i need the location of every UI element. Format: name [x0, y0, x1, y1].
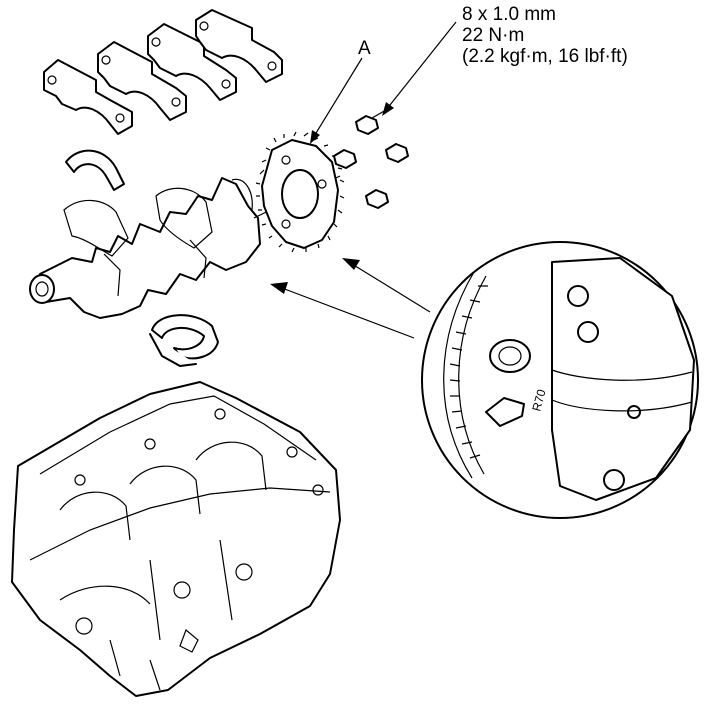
main-bearing-caps [43, 9, 283, 135]
bolt-size-text: 8 x 1.0 mm [462, 4, 556, 25]
bolt-2 [333, 149, 357, 169]
thrust-bearing-shell [149, 314, 219, 367]
detail-view: R70 [421, 241, 699, 519]
bolt-4 [365, 189, 389, 209]
bolt-3 [385, 143, 409, 163]
bearing-cap-3 [147, 23, 237, 101]
detail-pin [489, 339, 531, 373]
upper-bearing-shell [65, 149, 125, 191]
crank-sprocket-a [255, 131, 345, 253]
callout-label-a: A [358, 38, 371, 59]
engine-block [11, 381, 341, 697]
detail-arrows [270, 258, 431, 339]
bearing-cap-2 [97, 41, 187, 121]
bearing-cap-1 [43, 59, 133, 135]
detail-tab [485, 397, 525, 427]
torque-nm-text: 22 N·m [462, 25, 525, 46]
detail-ring-gear [443, 271, 488, 479]
bolt-1 [355, 109, 387, 135]
torque-leader [382, 21, 457, 116]
torque-spec-label: 8 x 1.0 mm 22 N·m (2.2 kgf·m, 16 lbf·ft) [462, 4, 628, 67]
torque-alt-text: (2.2 kgf·m, 16 lbf·ft) [462, 46, 628, 67]
detail-mark-text: R70 [529, 388, 548, 413]
sprocket-bolts [333, 109, 409, 209]
bearing-cap-4 [195, 9, 283, 83]
callout-a-leader [310, 57, 363, 144]
detail-pulley-face [551, 257, 695, 501]
